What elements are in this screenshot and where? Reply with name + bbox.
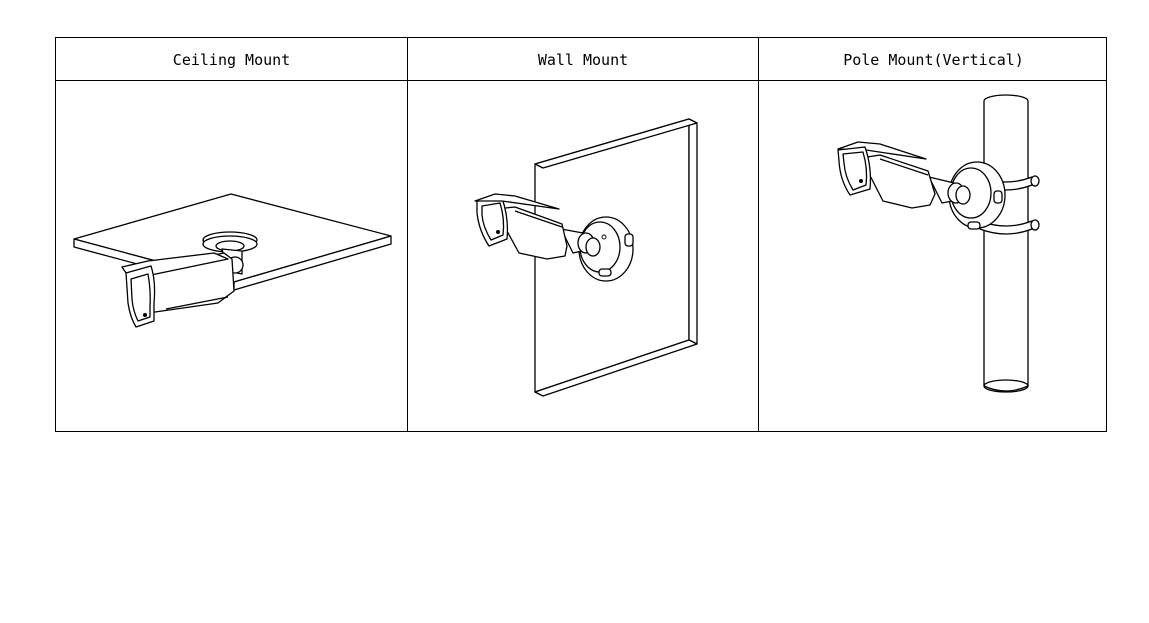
wall-mount-illustration [474, 118, 698, 397]
pole-mount-illustration [837, 94, 1040, 393]
pole-mount-figure [758, 81, 1108, 432]
header-cell-ceiling: Ceiling Mount [56, 38, 407, 80]
header-cell-wall: Wall Mount [407, 38, 758, 80]
pole-camera-body [860, 154, 936, 209]
column-divider-1 [407, 81, 758, 432]
wall-camera-sunshade [474, 193, 560, 210]
wall-mount-figure [407, 81, 758, 432]
ceiling-mount-illustration [73, 193, 392, 328]
ceiling-mount-label: Ceiling Mount [172, 50, 291, 69]
wall-mount-label: Wall Mount [537, 50, 629, 69]
column-divider-2 [758, 81, 1108, 432]
mount-types-table: Ceiling Mount Wall Mount Pole Mount(Vert… [55, 37, 1107, 432]
ceiling-mount-figure [56, 81, 407, 432]
wall-camera-body [494, 206, 568, 260]
pole-mount-label: Pole Mount(Vertical) [843, 50, 1024, 69]
wall-panel-bottom [534, 339, 698, 397]
pole-body [983, 101, 1029, 392]
wall-panel-top [534, 118, 698, 169]
wall-camera-front [476, 197, 509, 247]
header-cell-pole: Pole Mount(Vertical) [758, 38, 1108, 80]
wall-panel-side [688, 118, 698, 345]
ceiling-camera-front [125, 265, 156, 328]
pole-camera-front [837, 146, 872, 196]
table-header-row: Ceiling Mount Wall Mount Pole Mount(Vert… [56, 38, 1106, 81]
